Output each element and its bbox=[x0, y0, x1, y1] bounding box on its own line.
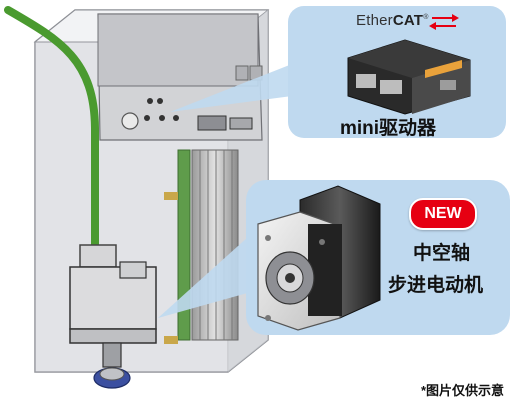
hollow-shaft-motor-product bbox=[257, 185, 381, 331]
small-stepper-motor bbox=[69, 244, 157, 389]
ethercat-logo-prefix: Ether bbox=[356, 12, 393, 29]
footnote: *图片仅供示意 bbox=[420, 383, 504, 398]
motor-label-line1: 中空轴 bbox=[413, 243, 471, 264]
motor-label-line2: 步进电动机 bbox=[388, 275, 484, 296]
mini-driver-product bbox=[347, 39, 471, 115]
driver-module bbox=[97, 13, 263, 141]
green-cable bbox=[4, 6, 99, 254]
driver-label: mini驱动器 bbox=[340, 118, 437, 139]
new-badge: NEW bbox=[409, 198, 477, 230]
ethercat-logo: EtherCAT® bbox=[356, 12, 429, 29]
ethercat-logo-mark: ® bbox=[423, 14, 429, 21]
ethercat-logo-brand: CAT bbox=[392, 12, 424, 29]
heatsink-assembly bbox=[164, 149, 239, 344]
